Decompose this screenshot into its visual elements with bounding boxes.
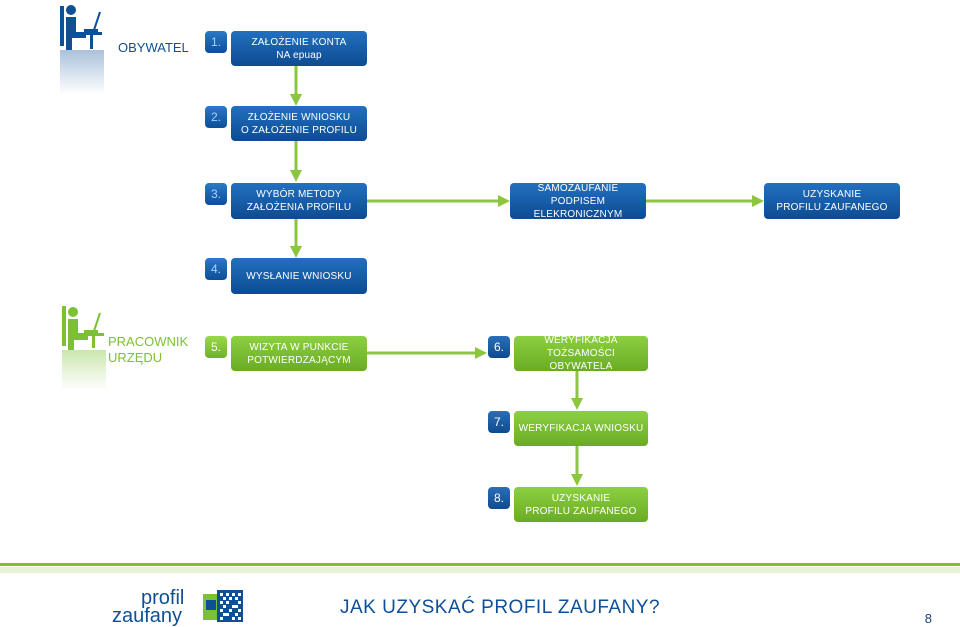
logo-mark-icon (203, 590, 243, 622)
step-text-line1: ZŁOŻENIE WNIOSKU (247, 111, 351, 123)
logo-text-line2: zaufany (112, 605, 183, 627)
role-official-label-line1: PRACOWNIK (108, 334, 189, 349)
step-number: 4. (205, 258, 227, 280)
branch-result-line1: UZYSKANIE (802, 189, 862, 200)
step-number: 7. (488, 411, 510, 433)
official-figure-icon (62, 306, 106, 390)
step-text-line1: WYBÓR METODY (256, 189, 342, 200)
self-trust-line1: SAMOZAUFANIE (537, 182, 619, 194)
step-box: WYSŁANIE WNIOSKU (231, 258, 367, 294)
step-text-line1: WIZYTA W PUNKCIE (249, 341, 349, 353)
step-text-line2: PROFILU ZAUFANEGO (525, 505, 637, 517)
self-trust-line2: PODPISEM ELEKRONICZNYM (533, 195, 623, 220)
step-text-line2: ZAŁOŻENIA PROFILU (246, 202, 352, 213)
page-number: 8 (924, 611, 932, 626)
step-box: WIZYTA W PUNKCIE POTWIERDZAJĄCYM (231, 336, 367, 371)
branch-result-box: UZYSKANIE PROFILU ZAUFANEGO (764, 183, 900, 219)
step-number: 6. (488, 336, 510, 358)
step-number: 3. (205, 183, 227, 205)
citizen-figure-icon (60, 5, 104, 94)
step-number: 1. (205, 31, 227, 53)
step-text-line2: OBYWATELA (549, 361, 613, 372)
step-number: 8. (488, 487, 510, 509)
step-box: WERYFIKACJA WNIOSKU (514, 411, 648, 446)
step-text-line2: POTWIERDZAJĄCYM (247, 354, 351, 366)
step-box: ZŁOŻENIE WNIOSKU O ZAŁOŻENIE PROFILU (231, 106, 367, 141)
page-title: JAK UZYSKAĆ PROFIL ZAUFANY? (340, 597, 661, 618)
step-box: WERYFIKACJA TOŻSAMOŚCI OBYWATELA (514, 335, 648, 372)
step-box: WYBÓR METODY ZAŁOŻENIA PROFILU (231, 183, 367, 219)
branch-result-line2: PROFILU ZAUFANEGO (776, 202, 888, 213)
step-number: 5. (205, 336, 227, 358)
step-text-line2: NA epuap (276, 49, 322, 61)
logo-text-line1: profil (141, 587, 185, 609)
step-text-line1: WERYFIKACJA TOŻSAMOŚCI (544, 335, 618, 359)
self-trust-box: SAMOZAUFANIE PODPISEM ELEKRONICZNYM (510, 182, 646, 220)
step-text-line1: UZYSKANIE (551, 492, 611, 504)
step-text-line1: WERYFIKACJA WNIOSKU (518, 423, 644, 434)
role-citizen-label: OBYWATEL (118, 40, 189, 55)
step-box: ZAŁOŻENIE KONTA NA epuap (231, 31, 367, 66)
step-text-line1: WYSŁANIE WNIOSKU (246, 270, 352, 282)
step-box: UZYSKANIE PROFILU ZAUFANEGO (514, 487, 648, 522)
step-text-line2: O ZAŁOŻENIE PROFILU (240, 124, 358, 136)
role-official-label-line2: URZĘDU (108, 350, 163, 365)
step-text-line1: ZAŁOŻENIE KONTA (251, 36, 347, 48)
step-number: 2. (205, 106, 227, 128)
